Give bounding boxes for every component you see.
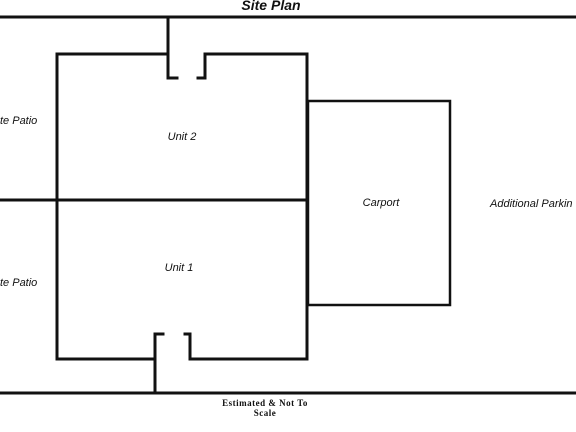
patio-label-bottom: te Patio (0, 277, 37, 289)
unit1-label: Unit 1 (165, 262, 194, 274)
patio-label-top: te Patio (0, 115, 37, 127)
unit2-top-wall-right (196, 52, 309, 202)
carport-outline (306, 99, 452, 307)
unit1-bottom-wall-left (55, 198, 165, 361)
scale-note-line2: Scale (254, 408, 277, 418)
site-plan-title: Site Plan (241, 0, 300, 13)
unit2-top-wall-left (55, 52, 179, 202)
scale-note-line1: Estimated & Not To (222, 398, 308, 408)
additional-parking-label: Additional Parkin (489, 198, 573, 210)
unit2-label: Unit 2 (168, 131, 197, 143)
carport-label: Carport (363, 197, 401, 209)
unit1-bottom-wall-right (183, 198, 309, 361)
